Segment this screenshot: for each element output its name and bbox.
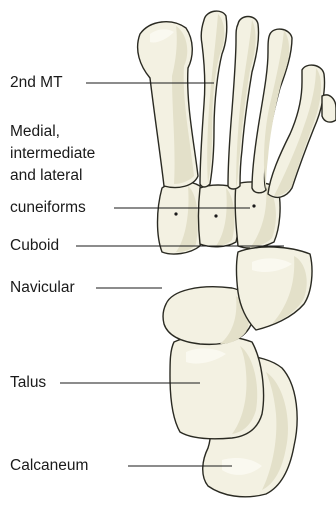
label-cuneiforms-line3: and lateral: [10, 166, 82, 186]
talus-bone: [170, 335, 264, 439]
cuboid-bone: [237, 247, 313, 330]
label-cuneiforms-line1: Medial,: [10, 122, 60, 142]
label-cuneiforms-line2: intermediate: [10, 144, 95, 164]
intermediate-cuneiform-bone: [199, 185, 240, 247]
second-metatarsal-bone: [200, 11, 227, 187]
label-2nd-mt: 2nd MT: [10, 73, 63, 93]
label-cuboid: Cuboid: [10, 236, 59, 256]
medial-cuneiform-marker: [174, 212, 177, 215]
label-talus: Talus: [10, 373, 46, 393]
first-metatarsal-bone: [138, 22, 198, 188]
label-navicular: Navicular: [10, 278, 75, 298]
label-cuneiforms-line4: cuneiforms: [10, 198, 86, 218]
intermediate-cuneiform-marker: [214, 214, 217, 217]
medial-cuneiform-bone: [158, 182, 204, 254]
lateral-cuneiform-marker: [252, 204, 255, 207]
label-calcaneum: Calcaneum: [10, 456, 88, 476]
